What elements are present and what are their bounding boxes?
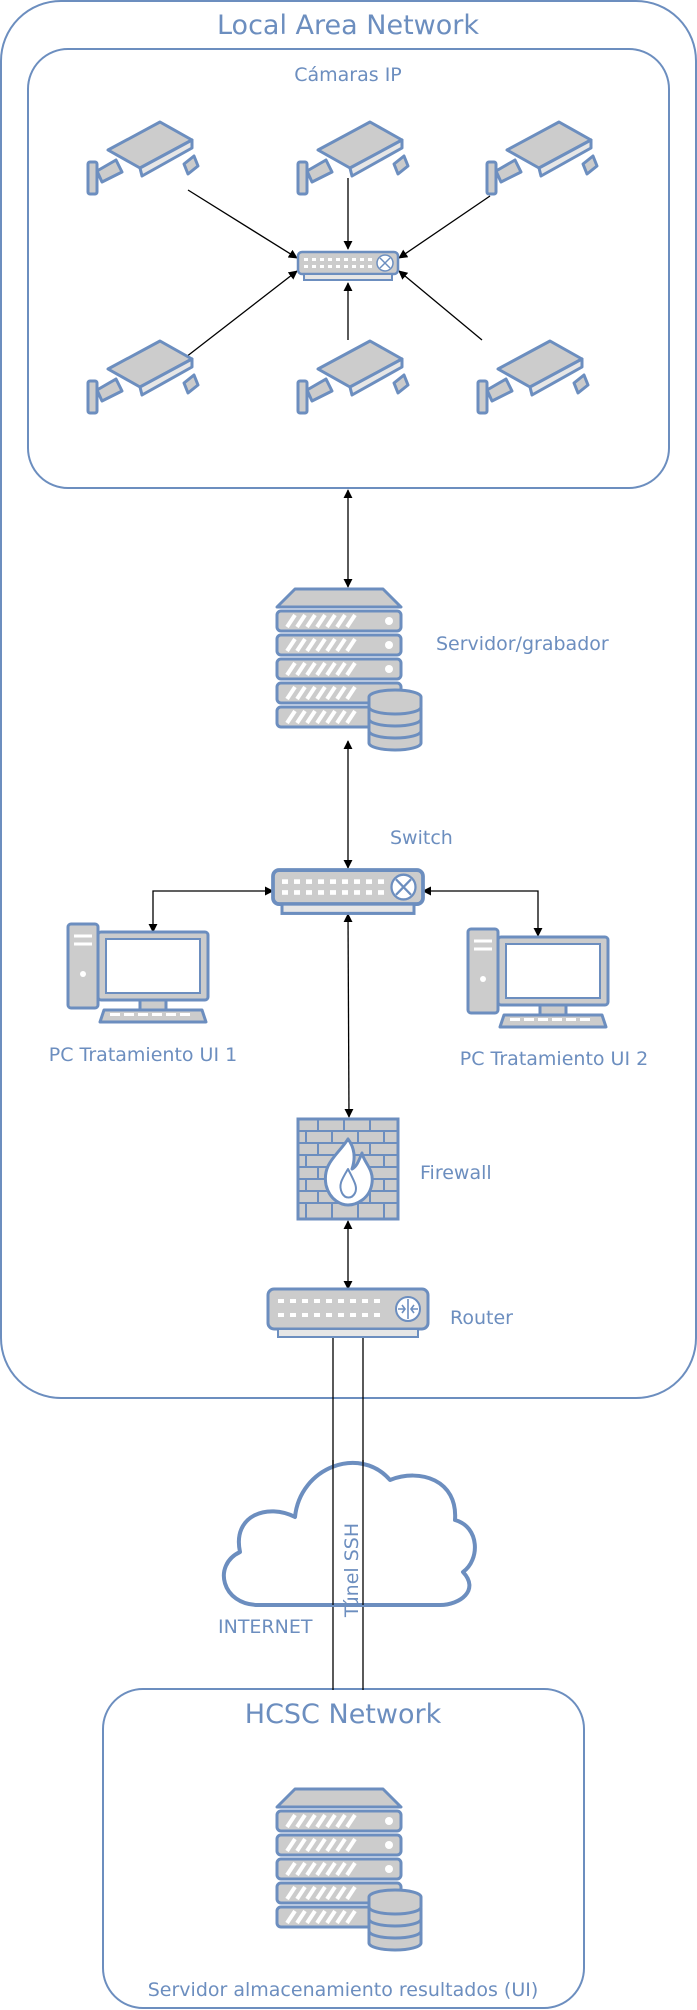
edge-switch-firewall bbox=[343, 913, 354, 1118]
camera-icon bbox=[485, 120, 599, 196]
camera-icon bbox=[296, 120, 410, 196]
camera-icon bbox=[86, 339, 200, 415]
edge-cam4-switch bbox=[176, 270, 298, 365]
cloud-icon bbox=[221, 1461, 477, 1607]
internet-label: INTERNET bbox=[218, 1616, 313, 1638]
cameras-group bbox=[27, 48, 670, 489]
ssh-tunnel-label: Túnel SSH bbox=[341, 1523, 363, 1618]
storage-label: Servidor almacenamiento resultados (UI) bbox=[148, 1979, 539, 2001]
pc2-label: PC Tratamiento UI 2 bbox=[460, 1048, 648, 1070]
pc-icon bbox=[466, 927, 610, 1029]
lan-group bbox=[0, 0, 697, 1399]
firewall-label: Firewall bbox=[420, 1162, 492, 1184]
switch-label: Switch bbox=[390, 827, 453, 849]
server-label: Servidor/grabador bbox=[436, 633, 609, 655]
router-label: Router bbox=[450, 1307, 513, 1329]
pc1-label: PC Tratamiento UI 1 bbox=[49, 1044, 237, 1066]
camera-icon bbox=[476, 339, 590, 415]
edge-cam6-switch bbox=[398, 270, 483, 341]
edge-cam1-switch bbox=[187, 189, 298, 259]
edge-cam3-switch bbox=[398, 195, 491, 259]
camera-switch-icon bbox=[296, 250, 400, 282]
switch-icon bbox=[271, 868, 425, 916]
pc-icon bbox=[66, 922, 210, 1024]
edge-switch-pc2 bbox=[422, 886, 543, 937]
camera-icon bbox=[296, 339, 410, 415]
firewall-icon bbox=[296, 1117, 400, 1221]
lan-group-title: Local Area Network bbox=[217, 10, 479, 41]
camera-icon bbox=[86, 120, 200, 196]
hcsc-group bbox=[102, 1688, 585, 2009]
hcsc-group-title: HCSC Network bbox=[245, 1699, 442, 1730]
storage-server-icon bbox=[275, 1787, 423, 1952]
server-icon bbox=[275, 587, 423, 752]
cameras-group-title: Cámaras IP bbox=[294, 64, 402, 86]
router-icon bbox=[266, 1287, 430, 1339]
edge-switch-pc1 bbox=[148, 886, 274, 933]
